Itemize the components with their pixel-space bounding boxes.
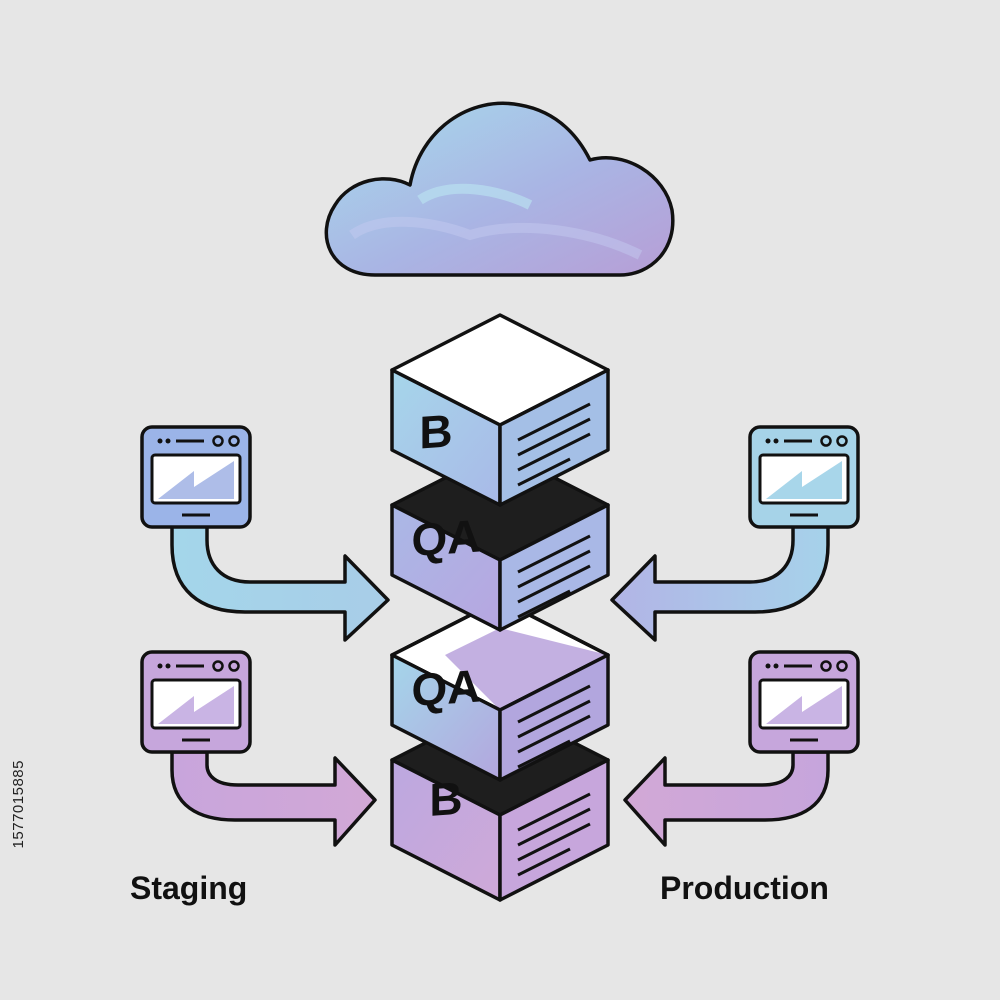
block-4-label: B [429, 772, 462, 826]
stack-block-1: B [390, 313, 610, 507]
block-2-label: QA [412, 509, 481, 566]
block-3-label: QA [412, 659, 481, 716]
production-top-arrow [610, 523, 830, 642]
production-bottom-window-icon [748, 650, 860, 754]
stack-block-3: QA [390, 598, 610, 782]
block-1-label: B [419, 404, 452, 458]
production-caption: Production [660, 870, 829, 906]
staging-bottom-window-icon [140, 650, 252, 754]
staging-top-arrow [170, 523, 390, 642]
staging-top-window-icon [140, 425, 252, 529]
stock-id-watermark: 1577015885 [10, 760, 27, 849]
staging-caption: Staging [130, 870, 248, 906]
production-top-window-icon [748, 425, 860, 529]
cloud-icon [324, 101, 675, 277]
staging-bottom-arrow [170, 750, 377, 847]
production-bottom-arrow [623, 750, 830, 847]
